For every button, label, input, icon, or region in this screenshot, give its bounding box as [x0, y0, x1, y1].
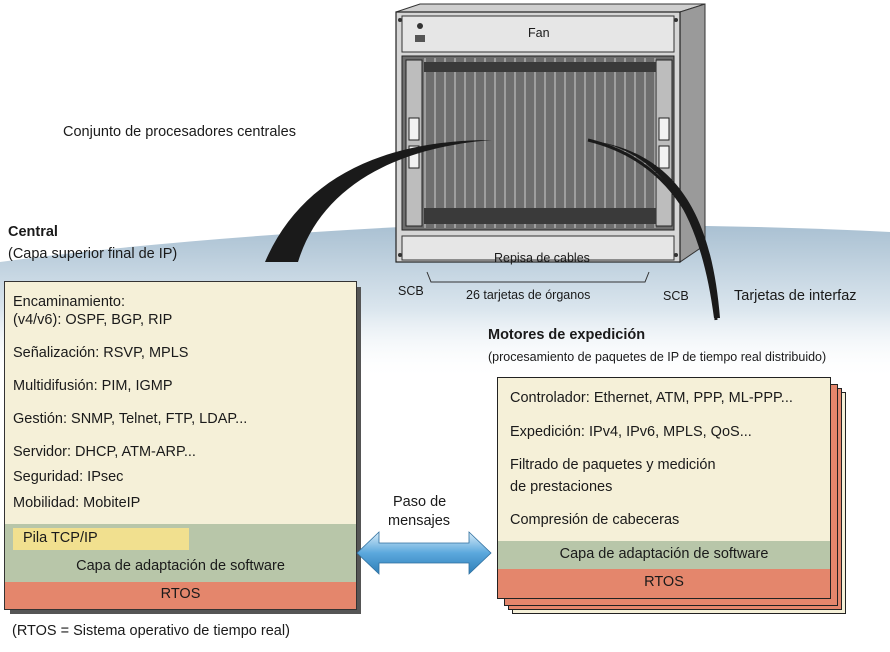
- tcp-ip-stack: Pila TCP/IP: [13, 528, 189, 550]
- engine-rtos-label: RTOS: [644, 574, 684, 590]
- central-item: Encaminamiento:: [13, 294, 126, 310]
- messages-line1: Paso de: [393, 494, 447, 510]
- scb-right-label: SCB: [663, 289, 689, 303]
- central-item: Servidor: DHCP, ATM-ARP...: [13, 444, 196, 460]
- engine-item: de prestaciones: [510, 479, 613, 495]
- central-item: (v4/v6): OSPF, BGP, RIP: [13, 312, 173, 328]
- engine-adaptation-label: Capa de adaptación de software: [559, 546, 769, 562]
- message-passing-arrow: [356, 531, 492, 575]
- central-rtos-label: RTOS: [160, 586, 201, 602]
- messages-line2: mensajes: [388, 513, 451, 529]
- engine-card-front: Controlador: Ethernet, ATM, PPP, ML-PPP.…: [497, 377, 831, 599]
- processor-set-label: Conjunto de procesadores centrales: [63, 124, 296, 140]
- cable-shelf-label: Repisa de cables: [494, 251, 590, 265]
- engine-item: Expedición: IPv4, IPv6, MPLS, QoS...: [510, 424, 752, 440]
- central-item: Mobilidad: MobiteIP: [13, 495, 141, 511]
- engines-subtitle: (procesamiento de paquetes de IP de tiem…: [488, 350, 827, 364]
- central-item: Señalización: RSVP, MPLS: [13, 345, 189, 361]
- central-item: Seguridad: IPsec: [13, 469, 124, 485]
- central-subtitle: (Capa superior final de IP): [8, 246, 178, 262]
- central-item: Gestión: SNMP, Telnet, FTP, LDAP...: [13, 411, 248, 427]
- engine-item: Compresión de cabeceras: [510, 512, 680, 528]
- footnote: (RTOS = Sistema operativo de tiempo real…: [12, 623, 290, 639]
- central-adaptation-label: Capa de adaptación de software: [76, 558, 285, 574]
- engine-item: Controlador: Ethernet, ATM, PPP, ML-PPP.…: [510, 390, 793, 406]
- engine-rtos-layer: RTOS: [498, 569, 830, 598]
- engines-title: Motores de expedición: [488, 327, 646, 343]
- engine-adaptation-layer: Capa de adaptación de software: [498, 541, 830, 569]
- central-rtos-layer: RTOS: [5, 582, 356, 609]
- scb-left-label: SCB: [398, 284, 424, 298]
- engine-item: Filtrado de paquetes y medición: [510, 457, 716, 473]
- cards-brace: [426, 271, 650, 283]
- central-item: Multidifusión: PIM, IGMP: [13, 378, 173, 394]
- interface-cards-label: Tarjetas de interfaz: [734, 288, 857, 304]
- tcp-ip-label: Pila TCP/IP: [23, 530, 98, 546]
- fan-label: Fan: [528, 26, 550, 40]
- central-panel: Encaminamiento: (v4/v6): OSPF, BGP, RIP …: [4, 281, 357, 610]
- cards-label: 26 tarjetas de órganos: [466, 288, 591, 302]
- central-title: Central: [8, 224, 58, 240]
